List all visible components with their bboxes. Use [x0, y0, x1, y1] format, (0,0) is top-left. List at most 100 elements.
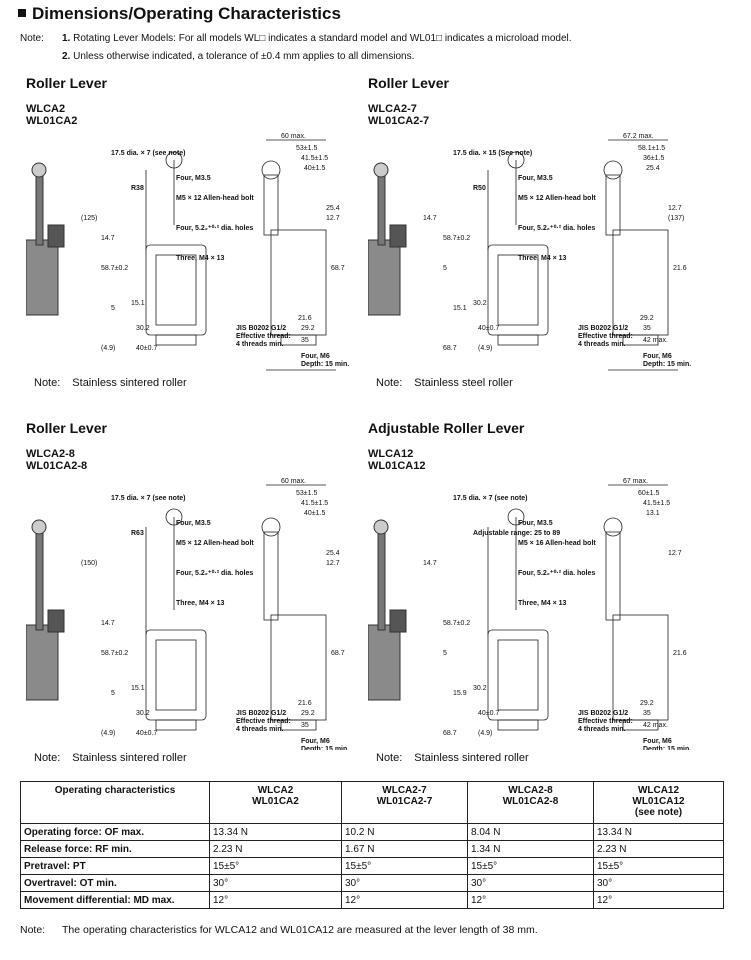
note-item-2: 2. Unless otherwise indicated, a toleran… — [62, 51, 414, 62]
note-num: 2. — [62, 51, 71, 62]
dimension-label: 40±0.7 — [478, 325, 499, 332]
dimension-label: 35 — [643, 325, 651, 332]
dimension-label: 60 max. — [281, 478, 306, 485]
dimension-label: 58.1±1.5 — [638, 145, 665, 152]
dimension-label: 60±1.5 — [638, 490, 659, 497]
dimension-label: 12.7 — [668, 205, 682, 212]
cell-value: 12° — [209, 891, 342, 909]
dimension-label: Four, M3.5 — [518, 520, 553, 527]
dimension-label: Four, M6 — [301, 353, 330, 360]
dimension-label: 15.1 — [131, 685, 145, 692]
dimension-label: 25.4 — [646, 165, 660, 172]
side-view — [261, 484, 327, 731]
dimension-label: 29.2 — [301, 325, 315, 332]
cell-value: 15±5° — [467, 857, 594, 875]
dimension-label: Depth: 15 min. — [643, 746, 691, 750]
dimension-label: JIS B0202 G1/2 — [236, 710, 286, 717]
dimension-label: 58.7±0.2 — [101, 265, 128, 272]
note-item-1: 1. Rotating Lever Models: For all models… — [62, 33, 572, 44]
dimension-label: 29.2 — [301, 710, 315, 717]
dimension-label: (4.9) — [478, 345, 492, 352]
panel-note: Note:Stainless steel roller — [376, 377, 513, 389]
dimension-label: 14.7 — [423, 560, 437, 567]
cell-value: 13.34 N — [593, 823, 724, 841]
dimension-label: 30.2 — [136, 710, 150, 717]
dimension-label: 68.7 — [331, 650, 345, 657]
cell-value: 30° — [593, 874, 724, 892]
dimension-label: 36±1.5 — [643, 155, 664, 162]
dimension-label: M5 × 12 Allen-head bolt — [176, 540, 254, 547]
dimension-label: Depth: 15 min. — [301, 361, 349, 368]
panel-wlca2-8: Roller Lever WLCA2-8 WL01CA2-8 Note:Stai… — [26, 420, 366, 770]
dimension-label: 17.5 dia. × 7 (see note) — [111, 495, 186, 502]
model-name: WL01CA12 — [368, 460, 426, 472]
dimension-label: Four, M6 — [301, 738, 330, 745]
dimension-label: (125) — [81, 215, 97, 222]
dimension-label: 30.2 — [473, 300, 487, 307]
dimension-label: R50 — [473, 185, 486, 192]
row-label: Movement differential: MD max. — [20, 891, 210, 909]
cell-value: 1.67 N — [341, 840, 468, 858]
dimension-label: 5 — [111, 305, 115, 312]
dimension-label: 68.7 — [443, 345, 457, 352]
note-num: 1. — [62, 33, 71, 44]
table-header: Operating characteristics — [20, 781, 210, 824]
cell-value: 15±5° — [341, 857, 468, 875]
table-row: Overtravel: OT min.30°30°30°30° — [20, 874, 724, 892]
panel-wlca12: Adjustable Roller Lever WLCA12 WL01CA12 … — [368, 420, 743, 770]
dimension-label: Four, M3.5 — [518, 175, 553, 182]
side-view — [261, 139, 336, 371]
switch-photo — [26, 162, 65, 316]
dimension-label: 68.7 — [331, 265, 345, 272]
cell-value: 30° — [341, 874, 468, 892]
cell-value: 2.23 N — [593, 840, 724, 858]
dimension-label: 53±1.5 — [296, 490, 317, 497]
dimension-label: (4.9) — [101, 345, 115, 352]
front-view — [487, 508, 549, 731]
cell-value: 13.34 N — [209, 823, 342, 841]
footer-note-label: Note: — [20, 924, 46, 936]
dimension-label: 14.7 — [101, 235, 115, 242]
dimension-label: 15.1 — [453, 305, 467, 312]
dimension-label: 14.7 — [101, 620, 115, 627]
cell-value: 8.04 N — [467, 823, 594, 841]
row-label: Pretravel: PT — [20, 857, 210, 875]
dimension-label: Four, 5.2₂⁺⁰·² dia. holes — [518, 224, 595, 232]
dimension-label: 15.9 — [453, 690, 467, 697]
panel-note: Note:Stainless sintered roller — [376, 752, 529, 764]
dimension-label: 21.6 — [673, 650, 687, 657]
dimension-label: Depth: 15 min. — [643, 361, 691, 368]
model-name: WLCA2-7 — [368, 103, 417, 115]
dimension-label: 35 — [301, 337, 309, 344]
dimension-label: 4 threads min. — [578, 726, 626, 733]
row-label: Overtravel: OT min. — [20, 874, 210, 892]
dimension-label: 40±1.5 — [304, 165, 325, 172]
dimension-label: 5 — [443, 650, 447, 657]
dimension-label: 58.7±0.2 — [443, 620, 470, 627]
cell-value: 2.23 N — [209, 840, 342, 858]
dimension-label: 30.2 — [136, 325, 150, 332]
dimension-label: 4 threads min. — [236, 726, 284, 733]
switch-photo — [368, 519, 407, 701]
model-name: WL01CA2-8 — [26, 460, 88, 472]
dimension-label: 21.6 — [298, 315, 312, 322]
dimension-label: M5 × 12 Allen-head bolt — [518, 195, 596, 202]
dimension-label: 30.2 — [473, 685, 487, 692]
panel-heading: Roller Lever — [26, 75, 107, 91]
dimension-label: 15.1 — [131, 300, 145, 307]
dimension-label: JIS B0202 G1/2 — [578, 710, 628, 717]
dimension-label: 21.6 — [298, 700, 312, 707]
dimension-label: 68.7 — [443, 730, 457, 737]
dimension-label: (4.9) — [478, 730, 492, 737]
panel-note: Note:Stainless sintered roller — [34, 377, 187, 389]
dimension-label: 35 — [301, 722, 309, 729]
dimension-label: 41.5±1.5 — [301, 155, 328, 162]
cell-value: 12° — [593, 891, 724, 909]
dimension-label: Effective thread: — [578, 333, 633, 340]
